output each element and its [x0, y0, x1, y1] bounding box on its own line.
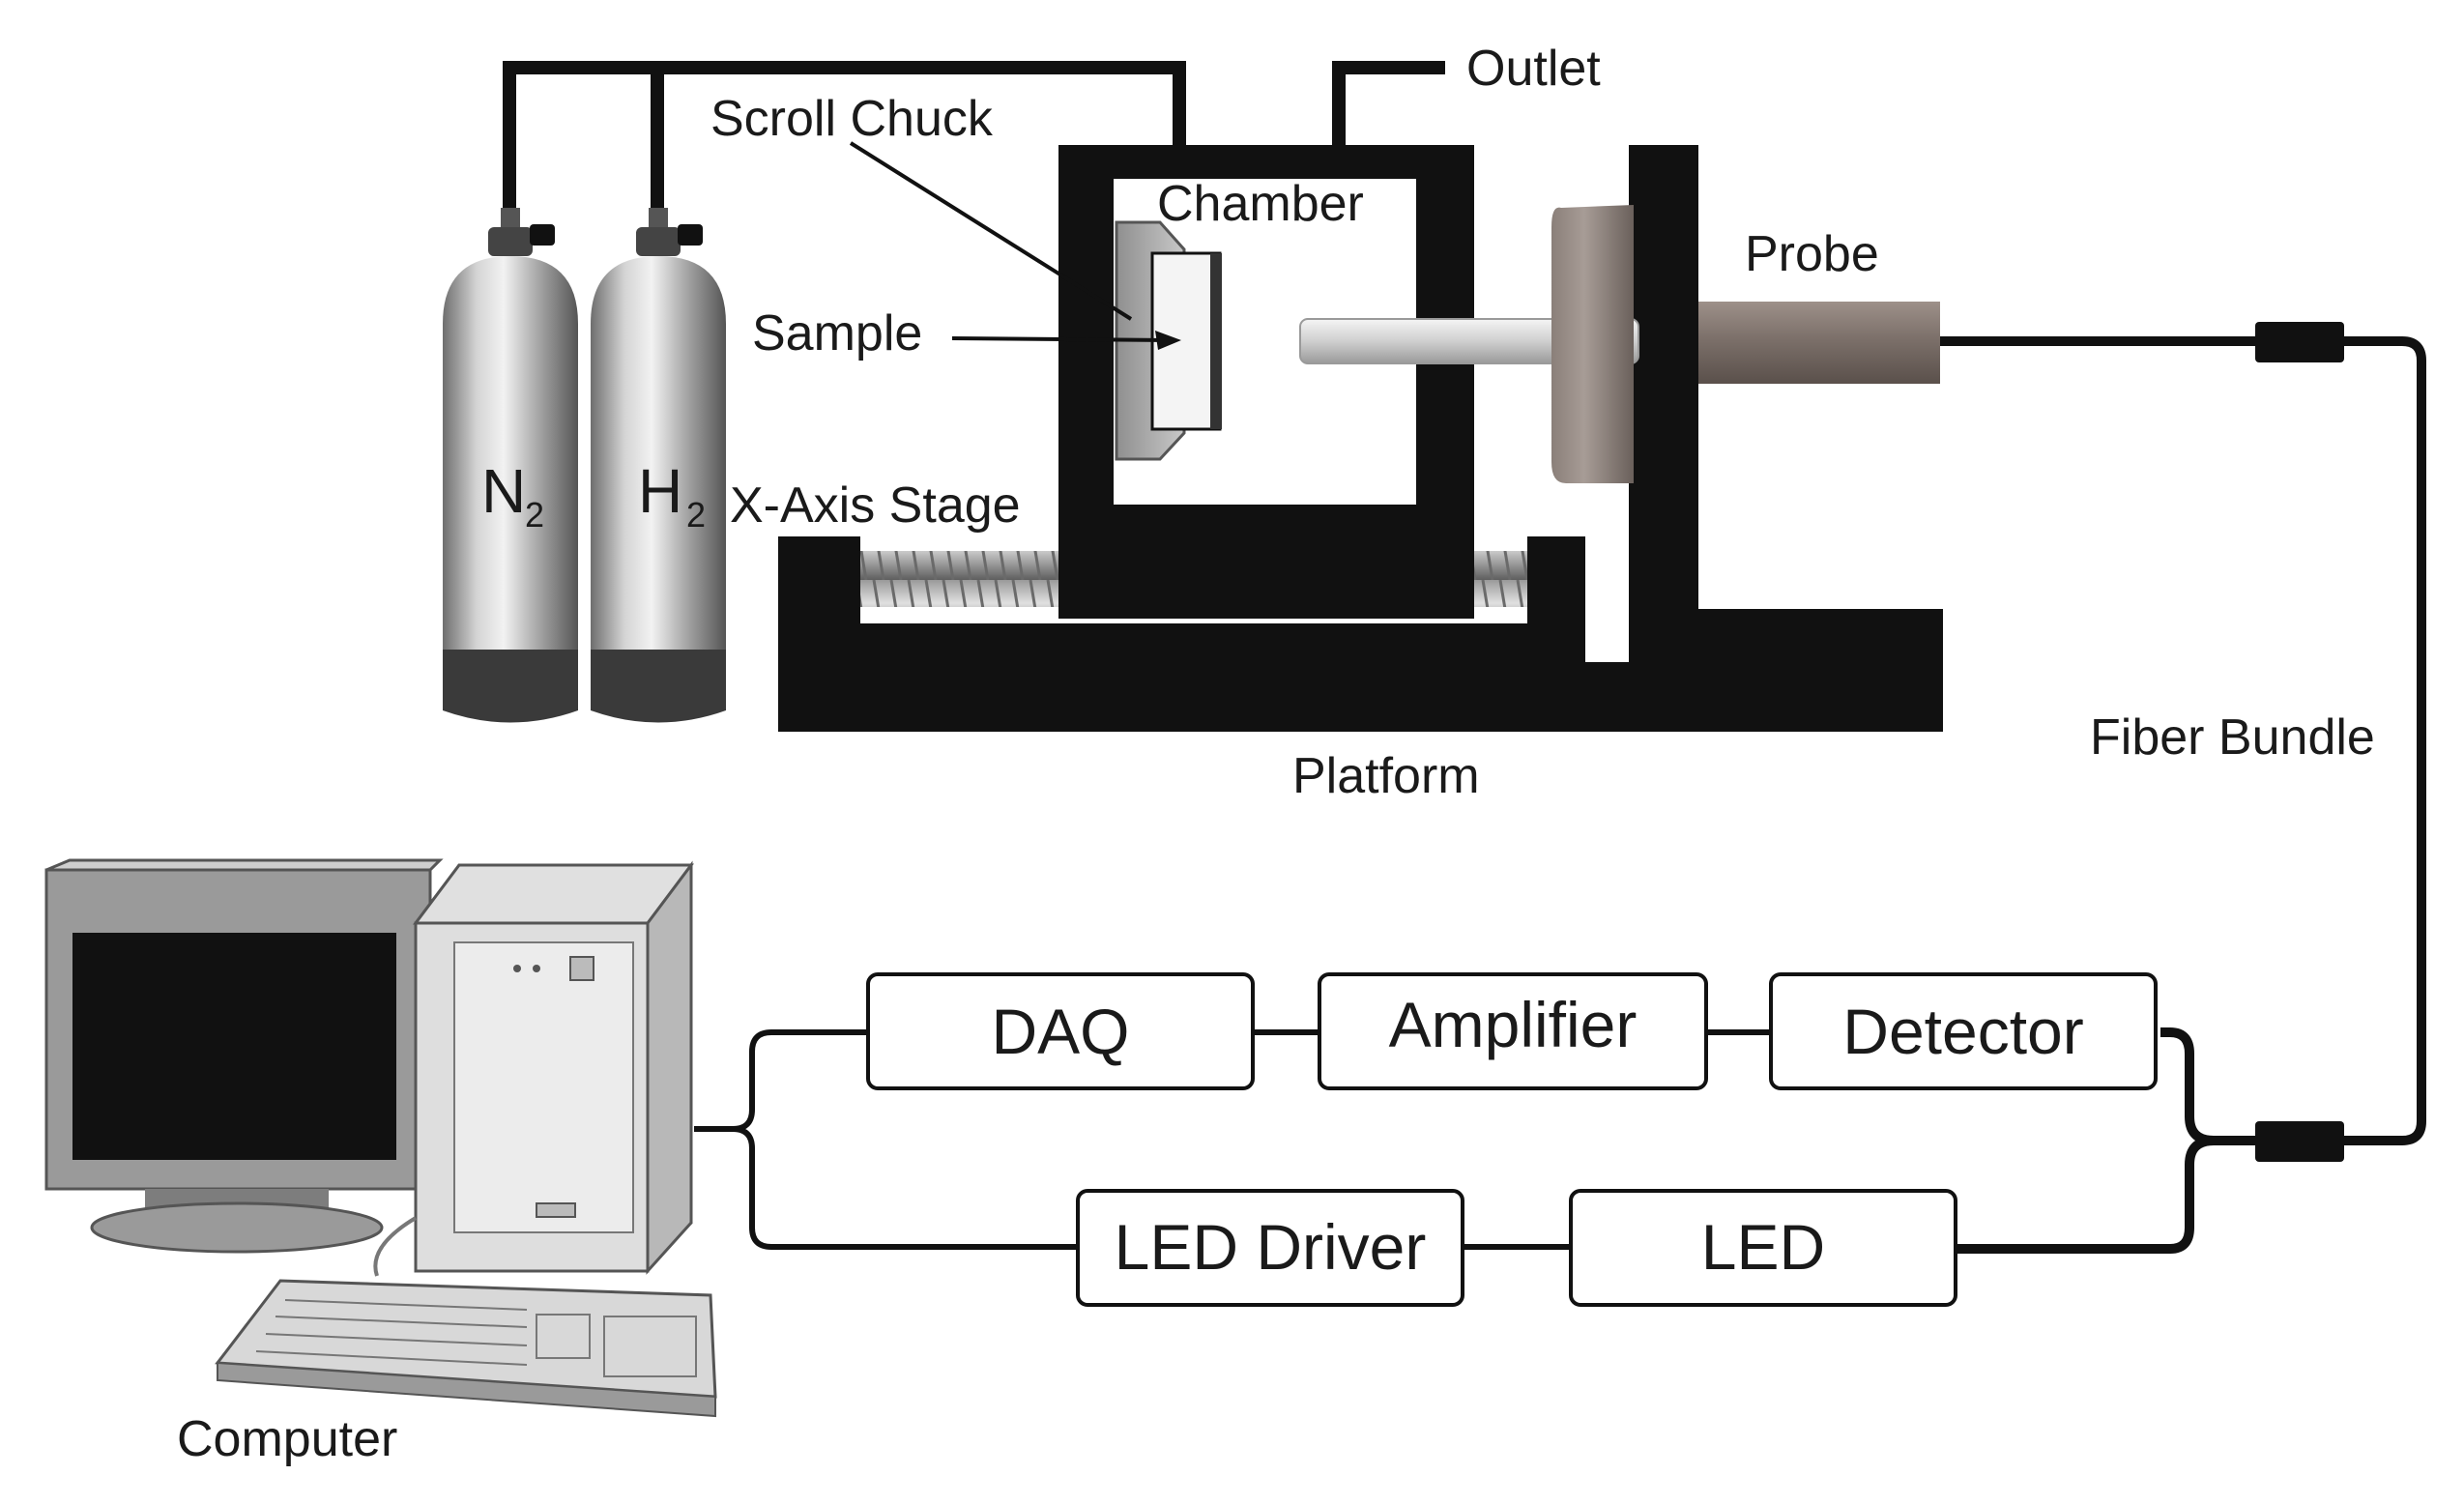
sample-arrow: [1155, 331, 1181, 350]
platform-label: Platform: [1292, 748, 1480, 804]
probe-label: Probe: [1745, 226, 1879, 282]
daq-label: DAQ: [991, 996, 1129, 1067]
computer-label: Computer: [177, 1411, 397, 1467]
fiber-connector-bottom: [2255, 1121, 2344, 1162]
platform: [778, 145, 1943, 732]
n2-label: N: [481, 456, 526, 526]
chamber-label: Chamber: [1157, 176, 1364, 232]
computer: [44, 858, 717, 1418]
x-axis-stage-label: X-Axis Stage: [730, 477, 1021, 534]
outlet-line: [1332, 61, 1445, 145]
probe: [1299, 205, 1940, 483]
detector-label: Detector: [1842, 996, 2083, 1067]
h2-gas-cylinder: H 2: [591, 208, 726, 723]
h2-subscript: 2: [686, 495, 706, 535]
fiber-bundle-label: Fiber Bundle: [2090, 709, 2375, 766]
sample-label: Sample: [752, 305, 922, 362]
detector-box: Detector: [1769, 972, 2158, 1090]
n2-subscript: 2: [525, 495, 544, 535]
daq-box: DAQ: [866, 972, 1255, 1090]
led-box: LED: [1569, 1189, 1957, 1307]
signal-wiring: [694, 1029, 1771, 1250]
outlet-label: Outlet: [1466, 41, 1601, 97]
n2-gas-cylinder: N 2: [443, 208, 578, 723]
gas-supply-lines: [503, 61, 1186, 217]
amplifier-label: Amplifier: [1389, 989, 1638, 1060]
probe-stand: [1629, 145, 1698, 667]
h2-label: H: [638, 456, 682, 526]
led-driver-box: LED Driver: [1076, 1189, 1464, 1307]
chamber: [1058, 145, 1474, 619]
sample-leader: [951, 336, 1171, 342]
fiber-connector-top: [2255, 322, 2344, 362]
scroll-chuck-label: Scroll Chuck: [710, 91, 994, 147]
amplifier-box: Amplifier: [1318, 972, 1708, 1090]
scroll-chuck-leader: [849, 141, 1133, 321]
fiber-bundle-cable: [1940, 336, 2426, 1254]
led-driver-label: LED Driver: [1115, 1211, 1427, 1283]
led-label: LED: [1701, 1211, 1825, 1283]
